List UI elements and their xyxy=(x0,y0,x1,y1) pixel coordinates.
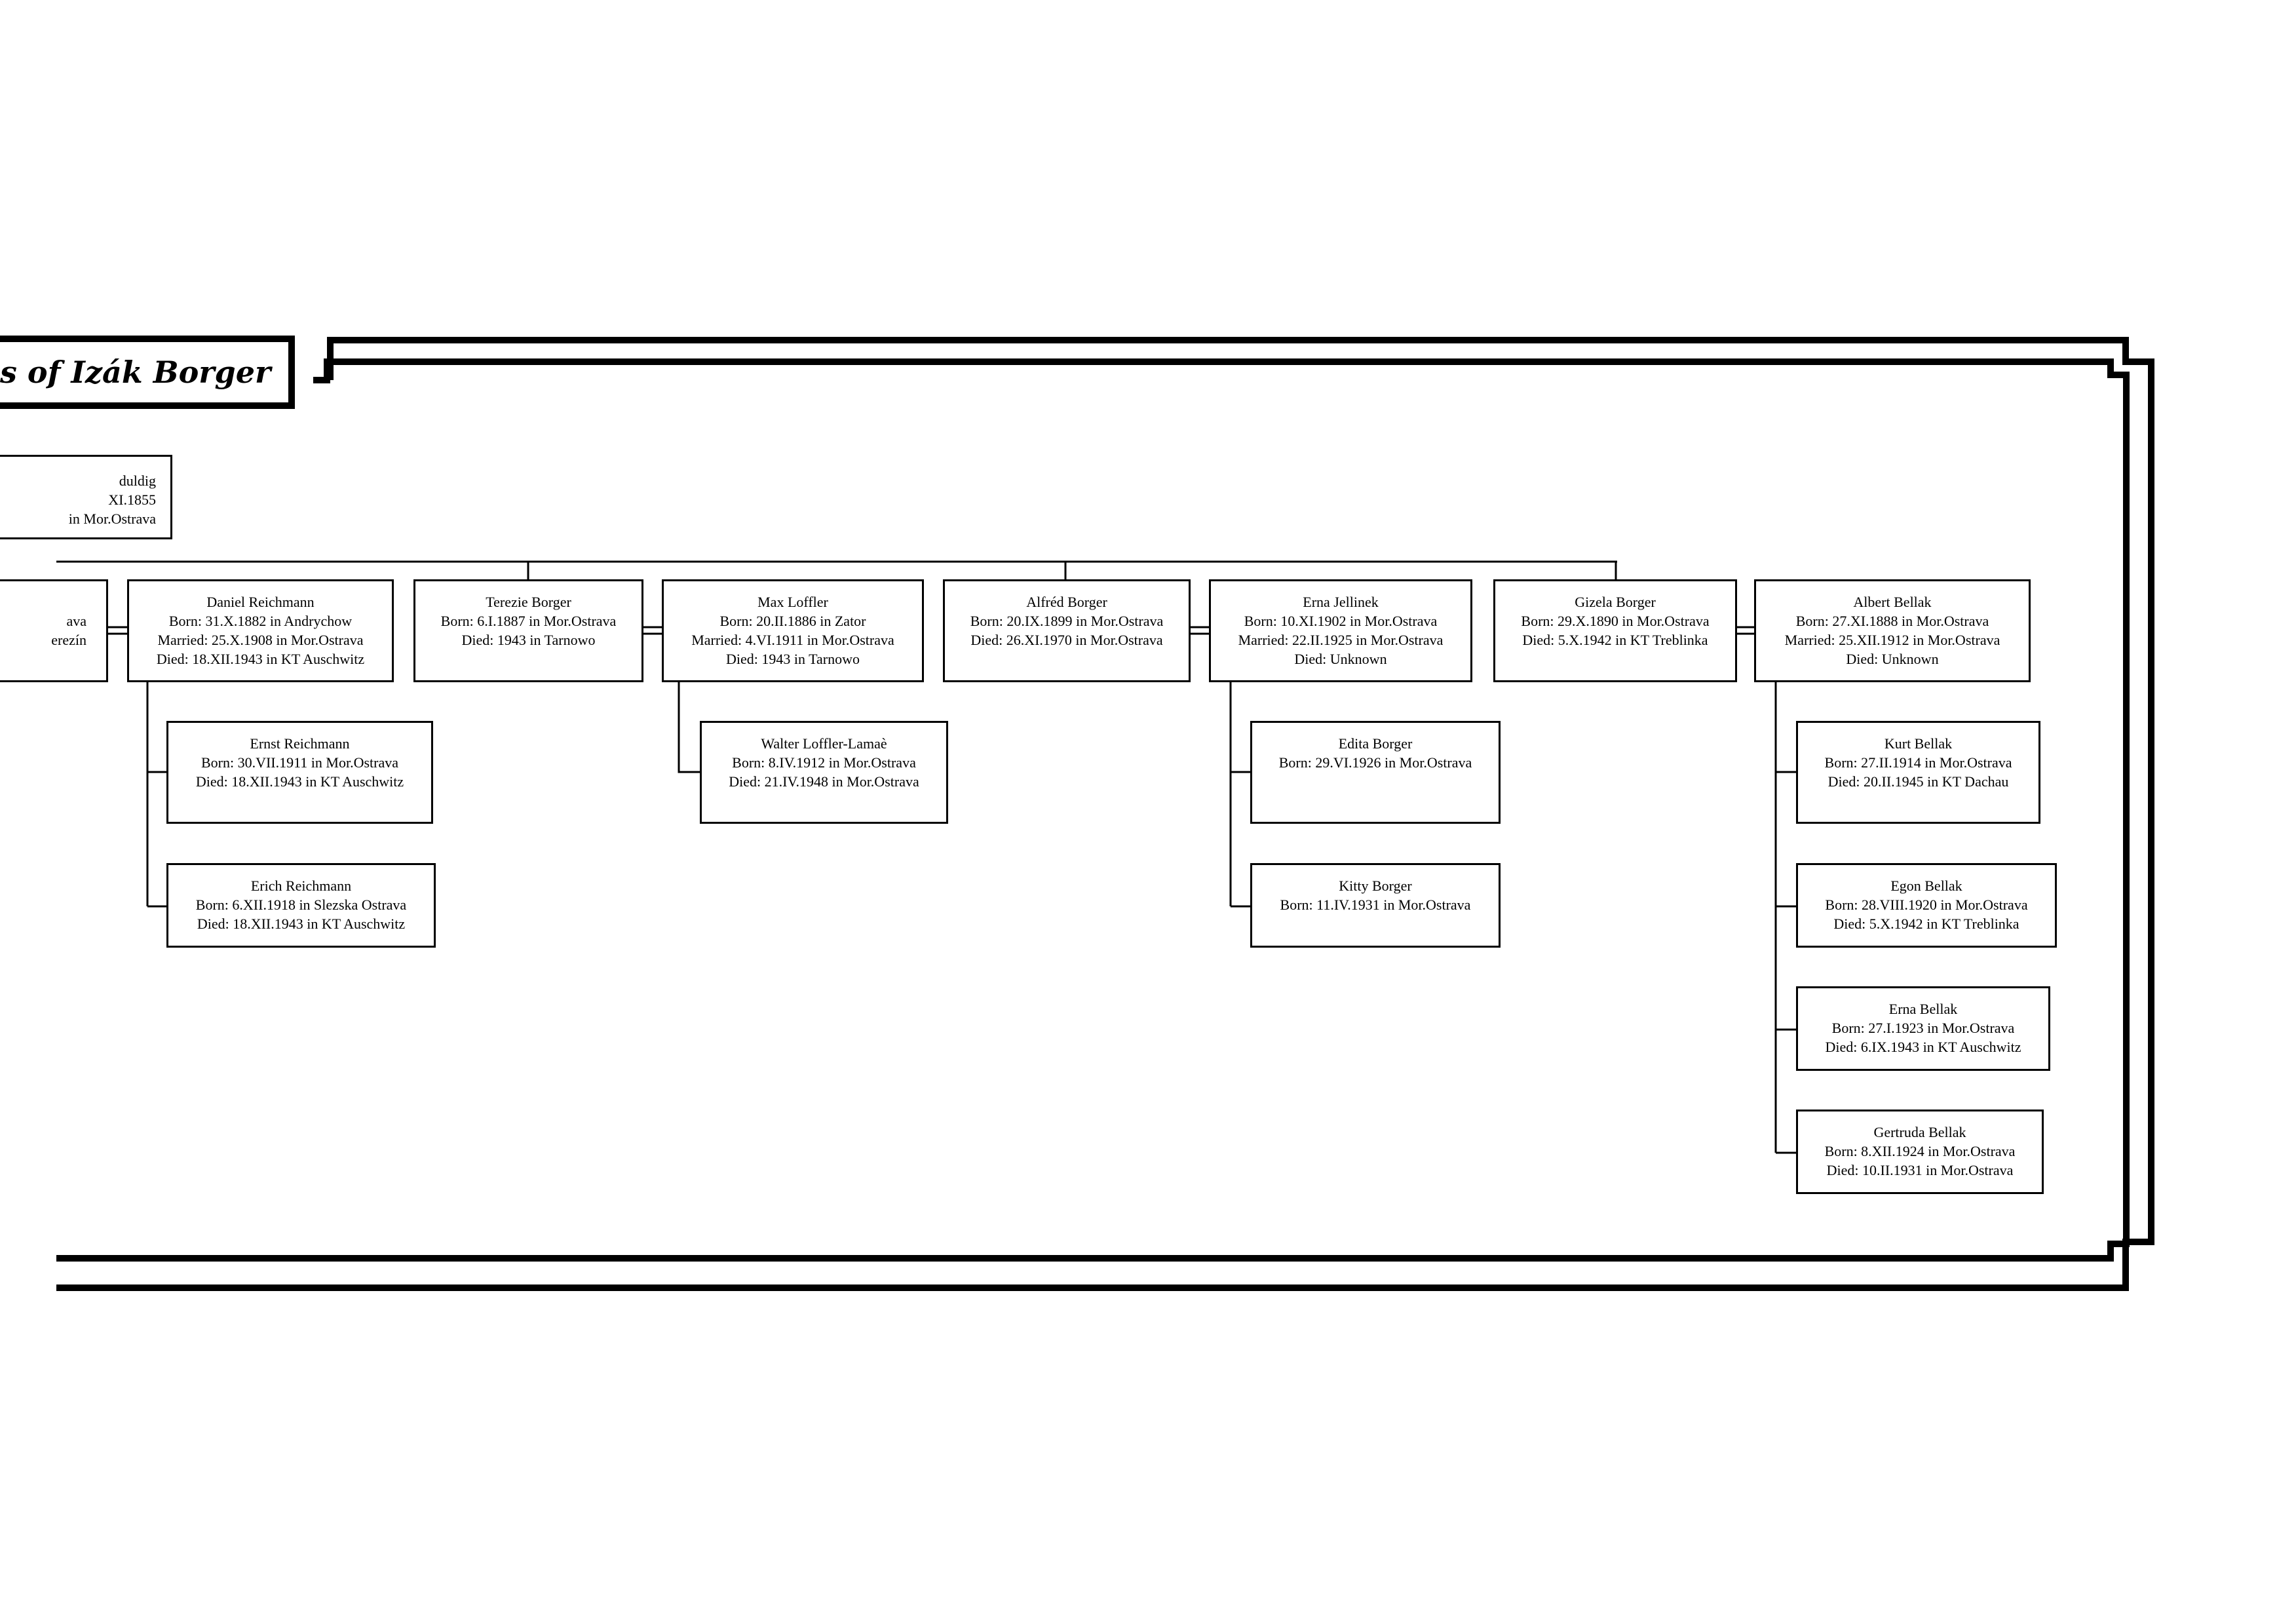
person-line: Born: 29.VI.1926 in Mor.Ostrava xyxy=(1278,754,1472,771)
person-box-edita-borger: Edita Borger Born: 29.VI.1926 in Mor.Ost… xyxy=(1250,721,1501,824)
children-line-reichmann xyxy=(146,681,166,908)
person-name: Egon Bellak xyxy=(1890,878,1962,894)
person-line: Born: 11.IV.1931 in Mor.Ostrava xyxy=(1280,897,1471,913)
person-line: Born: 8.XII.1924 in Mor.Ostrava xyxy=(1824,1143,2016,1159)
person-line: Died: 6.IX.1943 in KT Auschwitz xyxy=(1825,1039,2021,1055)
person-box-ernst-reichmann: Ernst Reichmann Born: 30.VII.1911 in Mor… xyxy=(166,721,433,824)
person-line: Born: 29.X.1890 in Mor.Ostrava xyxy=(1521,613,1710,629)
person-line: Born: 31.X.1882 in Andrychow xyxy=(168,613,353,629)
person-box-gizela-borger: Gizela Borger Born: 29.X.1890 in Mor.Ost… xyxy=(1493,579,1737,682)
person-name: Gizela Borger xyxy=(1575,594,1656,610)
person-name: Gertruda Bellak xyxy=(1873,1124,1966,1140)
person-line: duldig xyxy=(119,473,156,489)
person-line: Married: 4.VI.1911 in Mor.Ostrava xyxy=(691,632,894,648)
person-name: Edita Borger xyxy=(1338,735,1413,752)
person-line: Born: 27.II.1914 in Mor.Ostrava xyxy=(1824,754,2012,771)
person-name: Max Loffler xyxy=(757,594,828,610)
marriage-terezie-max xyxy=(642,626,662,635)
person-name: Daniel Reichmann xyxy=(206,594,315,610)
person-box-erna-jellinek: Erna Jellinek Born: 10.XI.1902 in Mor.Os… xyxy=(1209,579,1472,682)
person-box-left-spouse: ava erezín xyxy=(0,579,108,682)
children-line-bellak xyxy=(1774,681,1796,1154)
person-box-kurt-bellak: Kurt Bellak Born: 27.II.1914 in Mor.Ostr… xyxy=(1796,721,2040,824)
person-name: Erna Bellak xyxy=(1888,1001,1958,1017)
person-box-max-loffler: Max Loffler Born: 20.II.1886 in Zator Ma… xyxy=(662,579,924,682)
children-line-jellinek xyxy=(1229,681,1250,908)
person-line: Died: 1943 in Tarnowo xyxy=(726,651,860,667)
person-box-kitty-borger: Kitty Borger Born: 11.IV.1931 in Mor.Ost… xyxy=(1250,863,1501,948)
person-name: Terezie Borger xyxy=(486,594,571,610)
person-name: Ernst Reichmann xyxy=(250,735,350,752)
person-line: Married: 22.II.1925 in Mor.Ostrava xyxy=(1238,632,1444,648)
person-name: Erna Jellinek xyxy=(1303,594,1379,610)
person-name: Kitty Borger xyxy=(1339,878,1412,894)
person-line: Born: 28.VIII.1920 in Mor.Ostrava xyxy=(1825,897,2028,913)
person-line: Died: 10.II.1931 in Mor.Ostrava xyxy=(1826,1162,2014,1178)
person-line: Died: Unknown xyxy=(1294,651,1387,667)
person-box-terezie-borger: Terezie Borger Born: 6.I.1887 in Mor.Ost… xyxy=(413,579,643,682)
person-line: Born: 27.I.1923 in Mor.Ostrava xyxy=(1831,1020,2015,1036)
person-box-erna-bellak: Erna Bellak Born: 27.I.1923 in Mor.Ostra… xyxy=(1796,986,2050,1071)
person-line: erezín xyxy=(51,632,86,648)
person-box-walter-loffler-lamae: Walter Loffler-Lamaè Born: 8.IV.1912 in … xyxy=(700,721,948,824)
person-line xyxy=(0,592,86,611)
person-line: Born: 8.IV.1912 in Mor.Ostrava xyxy=(732,754,916,771)
person-name: Walter Loffler-Lamaè xyxy=(761,735,887,752)
person-box-erich-reichmann: Erich Reichmann Born: 6.XII.1918 in Slez… xyxy=(166,863,436,948)
person-line: Died: 5.X.1942 in KT Treblinka xyxy=(1833,916,2019,932)
person-line: Died: Unknown xyxy=(1846,651,1939,667)
frame-inner-line xyxy=(56,337,2154,1291)
person-line: Born: 10.XI.1902 in Mor.Ostrava xyxy=(1244,613,1438,629)
person-line: Born: 6.I.1887 in Mor.Ostrava xyxy=(440,613,617,629)
person-box-albert-bellak: Albert Bellak Born: 27.XI.1888 in Mor.Os… xyxy=(1754,579,2031,682)
person-line: XI.1855 xyxy=(108,492,156,508)
person-line: Married: 25.X.1908 in Mor.Ostrava xyxy=(157,632,364,648)
marriage-alfred-erna xyxy=(1189,626,1209,635)
person-box-egon-bellak: Egon Bellak Born: 28.VIII.1920 in Mor.Os… xyxy=(1796,863,2057,948)
person-line: Born: 30.VII.1911 in Mor.Ostrava xyxy=(201,754,399,771)
marriage-left xyxy=(108,626,127,635)
person-box-alfred-borger: Alfréd Borger Born: 20.IX.1899 in Mor.Os… xyxy=(943,579,1191,682)
person-line: Died: 18.XII.1943 in KT Auschwitz xyxy=(156,651,365,667)
person-box-daniel-reichmann: Daniel Reichmann Born: 31.X.1882 in Andr… xyxy=(127,579,394,682)
person-line: Married: 25.XII.1912 in Mor.Ostrava xyxy=(1784,632,2000,648)
title-box-border xyxy=(0,336,295,409)
person-line: Born: 27.XI.1888 in Mor.Ostrava xyxy=(1795,613,1989,629)
person-box-gertruda-bellak: Gertruda Bellak Born: 8.XII.1924 in Mor.… xyxy=(1796,1110,2044,1194)
person-line: ava xyxy=(66,613,86,629)
person-name: Kurt Bellak xyxy=(1884,735,1953,752)
person-line: Died: 21.IV.1948 in Mor.Ostrava xyxy=(729,773,919,790)
page-title: s of Izák Borger xyxy=(0,342,291,402)
children-line-loffler xyxy=(678,681,700,773)
marriage-gizela-albert xyxy=(1735,626,1754,635)
person-line: Died: 26.XI.1970 in Mor.Ostrava xyxy=(970,632,1163,648)
person-line: Born: 20.II.1886 in Zator xyxy=(719,613,866,629)
person-line: Died: 1943 in Tarnowo xyxy=(461,632,596,648)
person-line: Died: 5.X.1942 in KT Treblinka xyxy=(1522,632,1708,648)
person-line: Born: 6.XII.1918 in Slezska Ostrava xyxy=(195,897,407,913)
person-name: Alfréd Borger xyxy=(1026,594,1107,610)
person-line: in Mor.Ostrava xyxy=(68,511,156,527)
person-name: Erich Reichmann xyxy=(250,878,352,894)
person-line: Died: 18.XII.1943 in KT Auschwitz xyxy=(195,773,404,790)
page-title-text: s of Izák Borger xyxy=(0,355,271,390)
person-name: Albert Bellak xyxy=(1853,594,1932,610)
person-line: Born: 20.IX.1899 in Mor.Ostrava xyxy=(970,613,1164,629)
person-line: Died: 20.II.1945 in KT Dachau xyxy=(1827,773,2009,790)
person-line: Died: 18.XII.1943 in KT Auschwitz xyxy=(197,916,406,932)
person-box-top-left: duldig XI.1855 in Mor.Ostrava xyxy=(0,455,172,539)
